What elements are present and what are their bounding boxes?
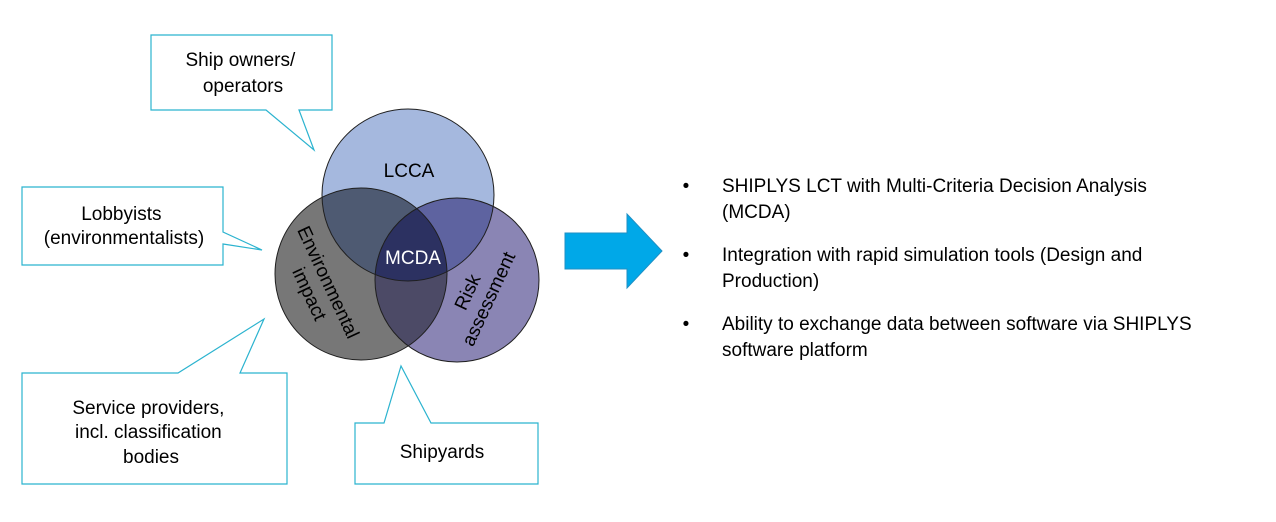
- venn-circle-lcca-outline: [321, 108, 495, 282]
- callout-lobbyists-shape: [21, 186, 263, 266]
- callout-service-providers-shape: [21, 317, 288, 485]
- bullet-dot: •: [682, 245, 690, 266]
- bullet-line: Integration with rapid simulation tools …: [722, 245, 1143, 266]
- callout-ship-owners: Ship owners/ operators: [150, 34, 333, 152]
- bullet-line: software platform: [722, 340, 868, 361]
- bullet-line: SHIPLYS LCT with Multi-Criteria Decision…: [722, 176, 1147, 197]
- callout-shipyards-line-1: Shipyards: [400, 442, 485, 463]
- callout-service-providers-line-2: incl. classification: [75, 422, 222, 443]
- callout-service-providers-line-1: Service providers,: [72, 398, 224, 419]
- callout-ship-owners-line-2: operators: [203, 76, 283, 97]
- callout-ship-owners-text: Ship owners/ operators: [185, 50, 300, 97]
- bullet-list: • SHIPLYS LCT with Multi-Criteria Decisi…: [680, 174, 1270, 381]
- bullet-dot: •: [682, 314, 690, 335]
- right-arrow: [564, 212, 663, 290]
- callout-service-providers: Service providers, incl. classification …: [21, 317, 288, 485]
- callout-shipyards-text: Shipyards: [400, 442, 485, 463]
- bullet-item-integration: • Integration with rapid simulation tool…: [680, 243, 1270, 295]
- venn-label-mcda: MCDA: [385, 248, 441, 269]
- bullet-line: Production): [722, 271, 820, 292]
- venn-overlap-center: [375, 198, 447, 281]
- callout-service-providers-text: Service providers, incl. classification …: [72, 398, 229, 468]
- callout-lobbyists-text: Lobbyists (environmentalists): [44, 204, 205, 249]
- bullet-item-data-exchange: • Ability to exchange data between softw…: [680, 312, 1270, 364]
- callout-ship-owners-shape: [150, 34, 333, 152]
- callout-shipyards: Shipyards: [354, 364, 539, 485]
- callout-ship-owners-line-1: Ship owners/: [185, 50, 296, 71]
- bullet-line: Ability to exchange data between softwar…: [722, 314, 1192, 335]
- callout-lobbyists: Lobbyists (environmentalists): [21, 186, 263, 266]
- venn-circles: [274, 108, 540, 363]
- callout-lobbyists-line-1: Lobbyists: [81, 204, 161, 225]
- callout-service-providers-line-3: bodies: [123, 447, 179, 468]
- callout-lobbyists-line-2: (environmentalists): [44, 228, 205, 249]
- venn-circle-risk-outline: [374, 197, 540, 363]
- bullet-dot: •: [682, 176, 690, 197]
- callout-shipyards-shape: [354, 364, 539, 485]
- bullet-item-mcda: • SHIPLYS LCT with Multi-Criteria Decisi…: [680, 174, 1270, 226]
- bullet-line: (MCDA): [722, 202, 791, 223]
- venn-circle-environmental-outline: [274, 187, 448, 361]
- venn-label-lcca: LCCA: [384, 161, 435, 182]
